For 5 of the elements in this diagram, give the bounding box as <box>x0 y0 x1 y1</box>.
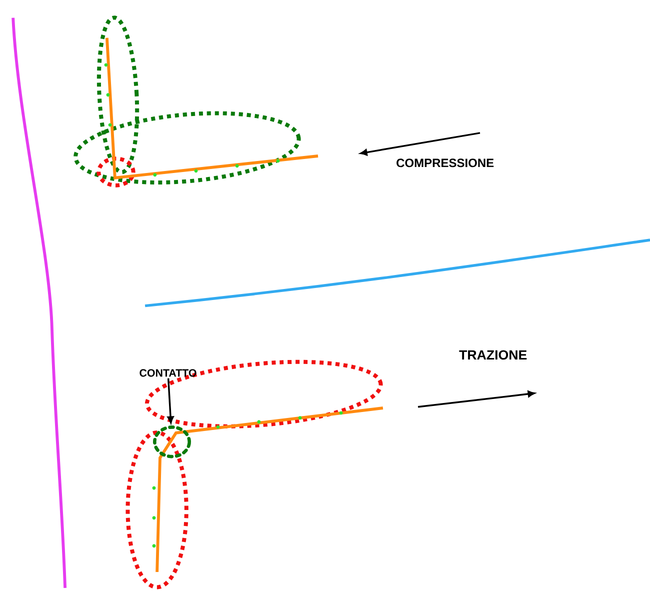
force-label: TRAZIONE <box>459 350 527 360</box>
force-label: COMPRESSIONE <box>396 158 494 168</box>
contact-label: CONTATTO <box>140 369 196 377</box>
arrow <box>167 378 174 424</box>
contact-ellipse <box>153 426 191 458</box>
